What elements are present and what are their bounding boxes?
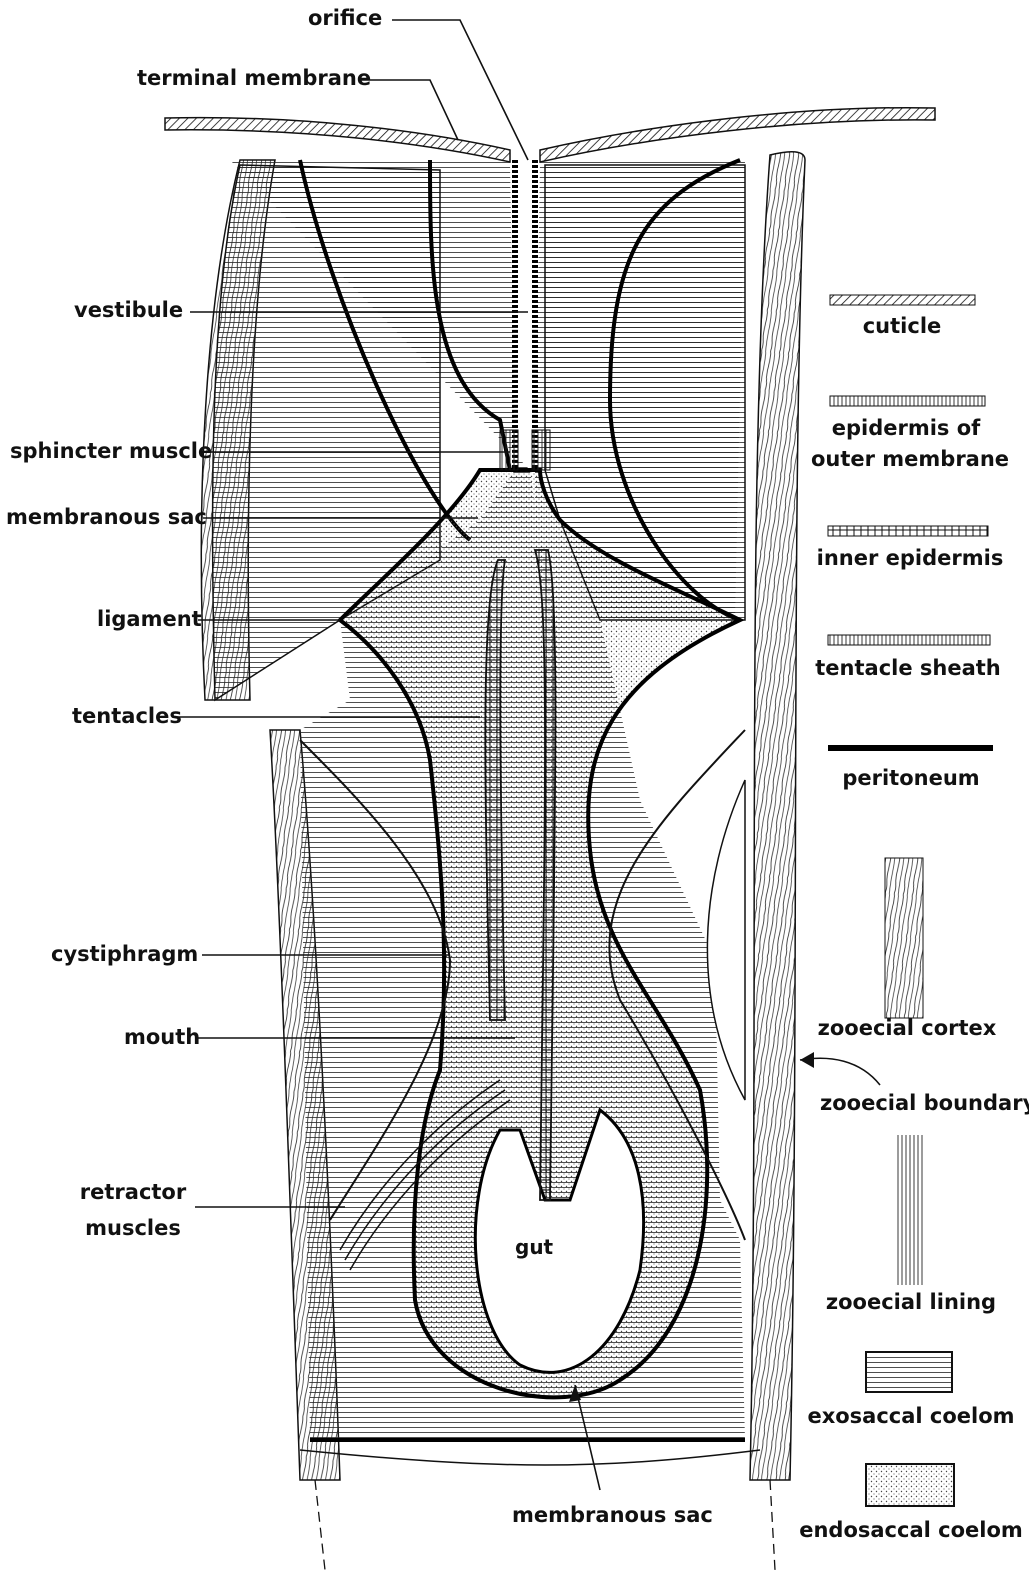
legend-swatch-endosaccal — [866, 1464, 954, 1506]
legend-epidermis-outer-2: outer membrane — [811, 447, 1009, 472]
legend-tentacle-sheath: tentacle sheath — [815, 656, 1001, 681]
label-cystiphragm: cystiphragm — [51, 944, 198, 965]
legend-cuticle: cuticle — [863, 314, 942, 339]
sphincter-left — [500, 430, 518, 470]
label-sphincter-muscle: sphincter muscle — [10, 441, 212, 462]
legend-zooecial-cortex: zooecial cortex — [818, 1016, 997, 1041]
legend-swatch-epidermis-outer — [830, 396, 985, 406]
label-retractor-2: muscles — [85, 1218, 181, 1239]
legend-swatch-zooecial-cortex — [885, 858, 923, 1018]
legend-swatch-exosaccal — [866, 1352, 952, 1392]
legend-peritoneum: peritoneum — [842, 766, 979, 791]
label-gut: gut — [515, 1235, 553, 1259]
legend-endosaccal-coelom: endosaccal coelom — [799, 1518, 1023, 1543]
legend-zooecial-lining: zooecial lining — [826, 1290, 996, 1315]
legend-swatch-zooecial-lining — [895, 1135, 925, 1285]
terminal-membrane-right — [540, 108, 935, 162]
legend-epidermis-outer-1: epidermis of — [832, 416, 981, 441]
label-orifice: orifice — [308, 8, 382, 29]
label-terminal-membrane: terminal membrane — [137, 68, 371, 89]
legend-inner-epidermis: inner epidermis — [817, 546, 1004, 571]
sphincter-right — [532, 430, 550, 470]
zooecial-lining-bottom — [300, 1450, 760, 1465]
legend-swatch-peritoneum — [828, 745, 993, 751]
right-zooecial-wall — [750, 152, 805, 1480]
legend-swatch-cuticle — [830, 295, 975, 305]
label-retractor-1: retractor — [80, 1182, 186, 1203]
legend-swatch-tentacle-sheath — [828, 635, 990, 645]
legend-swatch-inner-epidermis — [828, 526, 988, 536]
label-membranous-sac-lower: membranous sac — [512, 1505, 713, 1526]
label-membranous-sac-upper: membranous sac — [6, 507, 207, 528]
label-ligament: ligament — [97, 609, 202, 630]
label-vestibule: vestibule — [74, 300, 183, 321]
label-tentacles: tentacles — [72, 706, 182, 727]
right-dashed-wall — [770, 1480, 775, 1570]
label-mouth: mouth — [124, 1027, 200, 1048]
left-dashed-wall — [315, 1480, 325, 1570]
legend-exosaccal-coelom: exosaccal coelom — [807, 1404, 1014, 1429]
arrowhead-zooecial-boundary — [800, 1052, 814, 1068]
label-zooecial-boundary: zooecial boundary — [820, 1093, 1029, 1114]
